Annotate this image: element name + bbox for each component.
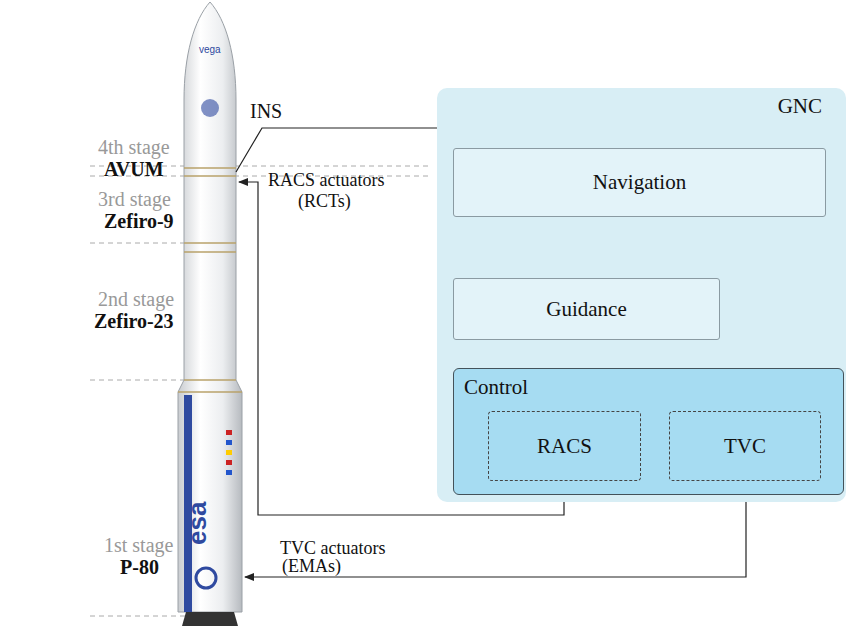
stage-name: P-80 bbox=[120, 556, 159, 578]
node-label: RACS bbox=[537, 434, 592, 459]
control-block: RACS bbox=[488, 411, 641, 481]
node-label: Control bbox=[464, 375, 528, 400]
stage-number: 3rd stage bbox=[98, 188, 171, 210]
stage-name: Zefiro-23 bbox=[94, 310, 174, 332]
stage-number: 2nd stage bbox=[98, 288, 174, 310]
node-label: Navigation bbox=[593, 170, 686, 195]
stage-number: 4th stage bbox=[98, 136, 170, 158]
logo-text: vega bbox=[199, 44, 221, 56]
node-label: TVC bbox=[724, 434, 766, 459]
process-box: Navigation bbox=[453, 148, 826, 217]
control-block: TVC bbox=[669, 411, 821, 481]
stage-name: AVUM bbox=[104, 158, 164, 180]
sensor-label: INS bbox=[250, 100, 282, 122]
stage-number: 1st stage bbox=[104, 534, 173, 556]
panel: GNC NavigationGuidanceControlRACS TVC bbox=[437, 88, 846, 502]
stage-name: Zefiro-9 bbox=[104, 210, 174, 232]
logo-text: esa bbox=[183, 502, 211, 545]
node-label: Guidance bbox=[546, 297, 626, 322]
process-box: Guidance bbox=[453, 278, 720, 340]
actuator-label: RACS actuators bbox=[268, 170, 385, 190]
actuator-label: TVC actuators bbox=[280, 538, 385, 558]
node-label: GNC bbox=[778, 94, 822, 119]
actuator-label: (EMAs) bbox=[282, 556, 341, 576]
panel: ControlRACS TVC bbox=[453, 368, 844, 495]
actuator-label: (RCTs) bbox=[298, 191, 351, 211]
